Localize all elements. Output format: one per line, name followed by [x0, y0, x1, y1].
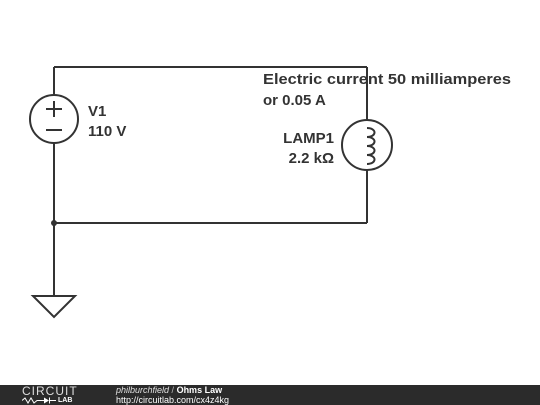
current-annotation-line1: Electric current 50 milliamperes [263, 71, 511, 88]
ground-symbol [30, 295, 78, 319]
logo-bottom-row: LAB [22, 397, 100, 405]
diode-icon [22, 397, 56, 404]
logo-lab-text: LAB [58, 396, 73, 404]
author-link[interactable]: philburchfield [116, 385, 170, 395]
lamp-name-label: LAMP1 [283, 130, 334, 147]
footer-bar: CIRCUIT LAB philburchfield / Ohms Law ht… [0, 385, 540, 405]
circuit-url[interactable]: http://circuitlab.com/cx4z4kg [116, 395, 230, 405]
junction-node [51, 220, 57, 226]
circuit-schematic: V1 110 V LAMP1 2.2 kΩ Electric current 5… [29, 66, 511, 319]
logo-circuit-text: CIRCUIT [22, 383, 78, 398]
circuit-meta: philburchfield / Ohms Law http://circuit… [116, 385, 229, 405]
circuit-title[interactable]: Ohms Law [176, 385, 223, 395]
plus-sign [46, 101, 62, 117]
voltage-source-symbol [29, 94, 79, 144]
lamp-symbol [341, 119, 393, 171]
lamp-value-label: 2.2 kΩ [289, 150, 334, 167]
author-title-line: philburchfield / Ohms Law [116, 385, 229, 395]
current-annotation-line2: or 0.05 A [263, 92, 326, 109]
lamp-filament [366, 127, 376, 165]
circuitlab-logo[interactable]: CIRCUIT LAB [0, 385, 100, 405]
source-value-label: 110 V [88, 123, 126, 140]
source-name-label: V1 [88, 103, 106, 120]
circuit-wires [51, 66, 368, 296]
author-title-separator: / [169, 385, 177, 395]
